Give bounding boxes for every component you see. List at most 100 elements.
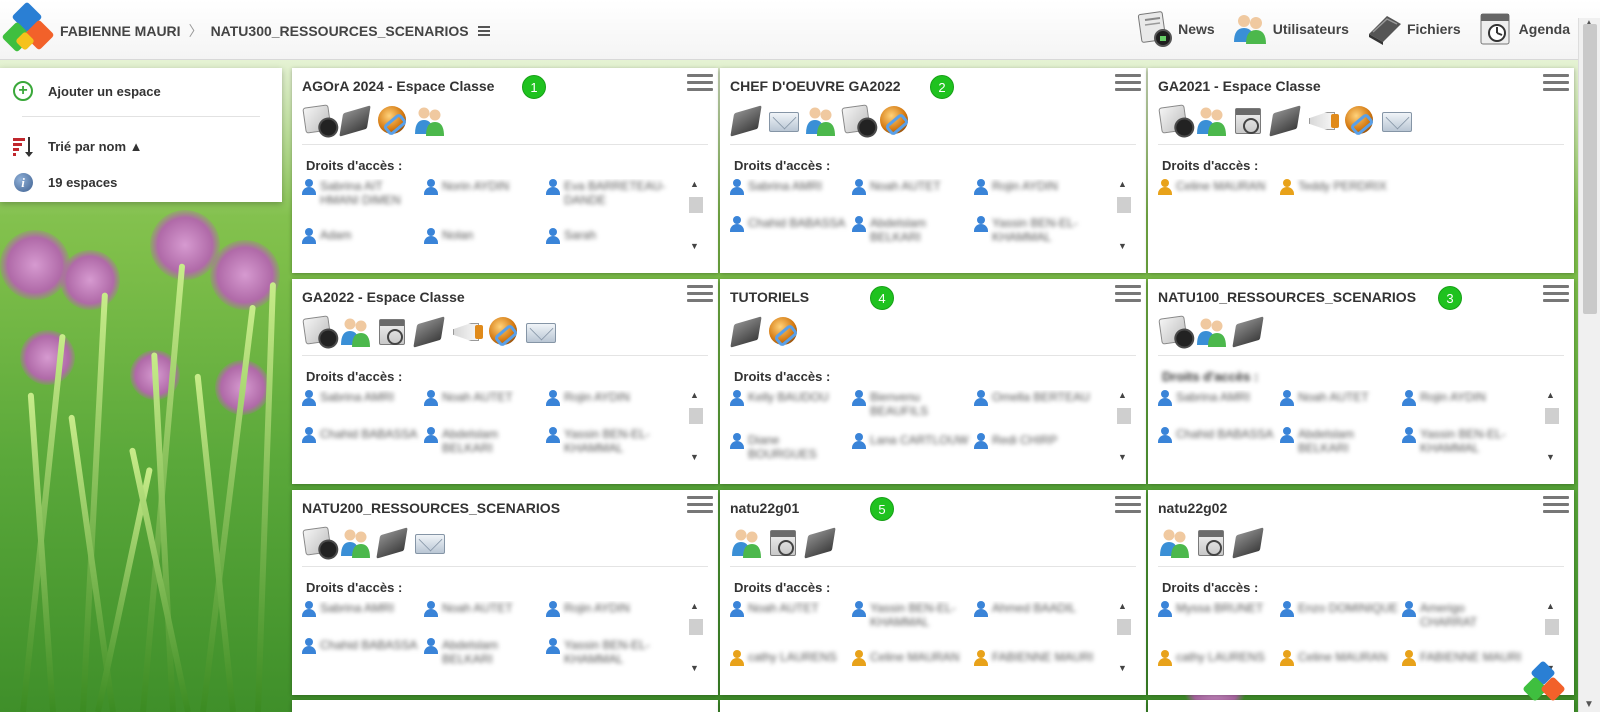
files-tool-icon[interactable]	[1232, 526, 1265, 559]
member-item[interactable]: Teddy PERDRIX	[1280, 179, 1400, 251]
scroll-down-icon[interactable]: ▼	[690, 663, 699, 673]
scroll-up-icon[interactable]: ▲	[690, 390, 699, 400]
scroll-up-icon[interactable]: ▲	[1118, 390, 1127, 400]
member-scrollbar[interactable]: ▲▼	[1116, 179, 1132, 251]
files-tool-icon[interactable]	[1269, 104, 1302, 137]
users-tool-icon[interactable]	[339, 315, 372, 348]
member-item[interactable]: Kelly BAUDOU	[730, 390, 850, 419]
member-item[interactable]: Enzo DOMINIQUE	[1280, 601, 1400, 636]
files-tool-icon[interactable]	[1232, 315, 1265, 348]
member-item[interactable]: Myssa BRUNET	[1158, 601, 1278, 636]
member-item[interactable]: Eva BARRETEAU-DANDE	[546, 179, 666, 214]
news-tool-icon[interactable]	[302, 526, 335, 559]
scroll-up-icon[interactable]: ▲	[690, 601, 699, 611]
scroll-down-icon[interactable]: ▼	[1118, 663, 1127, 673]
card-menu-icon[interactable]	[1543, 496, 1569, 516]
member-item[interactable]: Diane BOURGUES	[730, 433, 850, 462]
users-tool-icon[interactable]	[804, 104, 837, 137]
scroll-up-icon[interactable]: ▲	[690, 179, 699, 189]
scroll-down-icon[interactable]: ▼	[1584, 699, 1594, 710]
footer-logo[interactable]	[1522, 660, 1568, 708]
member-item[interactable]: Redi CHIRP	[974, 433, 1094, 462]
scroll-up-icon[interactable]: ▲	[1546, 390, 1555, 400]
member-scrollbar[interactable]: ▲▼	[1116, 601, 1132, 673]
space-title[interactable]: natu22g01	[730, 500, 800, 516]
member-scrollbar[interactable]: ▲▼	[1544, 390, 1560, 462]
member-item[interactable]: FABIENNE MAURI	[974, 650, 1094, 673]
agenda-tool-icon[interactable]	[1195, 526, 1228, 559]
news-tool-icon[interactable]	[1158, 315, 1191, 348]
member-item[interactable]: Sabrina AMRI	[730, 179, 850, 202]
member-item[interactable]: FABIENNE MAURI	[1402, 650, 1522, 673]
scroll-up-icon[interactable]: ▲	[1584, 18, 1594, 29]
files-tool-icon[interactable]	[804, 526, 837, 559]
member-item[interactable]: Celine MAURAN	[852, 650, 972, 673]
links-tool-icon[interactable]	[487, 315, 520, 348]
member-scrollbar[interactable]: ▲▼	[1116, 390, 1132, 462]
files-tool-icon[interactable]	[339, 104, 372, 137]
users-tool-icon[interactable]	[339, 526, 372, 559]
announce-tool-icon[interactable]	[1306, 104, 1339, 137]
agenda-tool-icon[interactable]	[767, 526, 800, 559]
member-item[interactable]: Omella BERTEAU	[974, 390, 1094, 419]
card-menu-icon[interactable]	[687, 285, 713, 305]
links-tool-icon[interactable]	[878, 104, 911, 137]
member-item[interactable]: cathy LAURENS	[730, 650, 850, 673]
breadcrumb-user[interactable]: FABIENNE MAURI	[60, 23, 181, 39]
breadcrumb-space[interactable]: NATU300_RESSOURCES_SCENARIOS	[210, 23, 469, 39]
news-tool-icon[interactable]	[1158, 104, 1191, 137]
page-scrollbar[interactable]: ▲ ▼	[1578, 18, 1600, 712]
member-item[interactable]: Rojin AYDIN	[1402, 390, 1522, 413]
member-item[interactable]: Ahmed BAADIL	[974, 601, 1094, 636]
member-item[interactable]: Abdelslam BELKARI	[424, 427, 544, 462]
links-tool-icon[interactable]	[767, 315, 800, 348]
scrollbar-thumb[interactable]	[689, 408, 703, 424]
member-scrollbar[interactable]: ▲▼	[1544, 601, 1560, 673]
users-tool-icon[interactable]	[1195, 315, 1228, 348]
member-item[interactable]: Norin AYDIN	[424, 179, 544, 214]
member-scrollbar[interactable]: ▲▼	[688, 601, 704, 673]
member-item[interactable]: Celine MAURAN	[1158, 179, 1278, 251]
member-scrollbar[interactable]: ▲▼	[688, 179, 704, 251]
card-menu-icon[interactable]	[1543, 74, 1569, 94]
space-title[interactable]: NATU200_RESSOURCES_SCENARIOS	[302, 500, 561, 516]
member-item[interactable]: Celine MAURAN	[1280, 650, 1400, 673]
links-tool-icon[interactable]	[1343, 104, 1376, 137]
card-menu-icon[interactable]	[1115, 74, 1141, 94]
files-tool-icon[interactable]	[413, 315, 446, 348]
agenda-tool-icon[interactable]	[376, 315, 409, 348]
mail-tool-icon[interactable]	[413, 526, 446, 559]
announce-tool-icon[interactable]	[450, 315, 483, 348]
scroll-down-icon[interactable]: ▼	[1118, 241, 1127, 251]
member-item[interactable]: Abdelslam BELKARI	[852, 216, 972, 251]
member-item[interactable]: Sabrina AIT HMANI DIMEN	[302, 179, 422, 214]
news-tool-icon[interactable]	[302, 104, 335, 137]
space-title[interactable]: NATU100_RESSOURCES_SCENARIOS	[1158, 289, 1417, 305]
scrollbar-thumb[interactable]	[1117, 197, 1131, 213]
users-tool-icon[interactable]	[1158, 526, 1191, 559]
member-item[interactable]: Rojin AYDIN	[974, 179, 1094, 202]
files-tool-icon[interactable]	[376, 526, 409, 559]
member-item[interactable]: Rojin AYDIN	[546, 390, 666, 413]
member-scrollbar[interactable]: ▲▼	[688, 390, 704, 462]
member-item[interactable]: Noah AUTET	[424, 390, 544, 413]
scroll-down-icon[interactable]: ▼	[690, 241, 699, 251]
member-item[interactable]: Yassin BEN-EL-KHAMMAL	[546, 638, 666, 673]
app-logo[interactable]	[1, 1, 55, 58]
member-item[interactable]: Yassin BEN-EL-KHAMMAL	[974, 216, 1094, 251]
member-item[interactable]: Chahid BABASSA	[1158, 427, 1278, 462]
card-menu-icon[interactable]	[1115, 285, 1141, 305]
member-item[interactable]: Nolan	[424, 228, 544, 251]
space-title[interactable]: natu22g02	[1158, 500, 1228, 516]
scroll-down-icon[interactable]: ▼	[690, 452, 699, 462]
member-item[interactable]: Chahid BABASSA	[302, 638, 422, 673]
member-item[interactable]: cathy LAURENS	[1158, 650, 1278, 673]
member-item[interactable]: Lana CARTLOUW	[852, 433, 972, 462]
member-item[interactable]: Chahid BABASSA	[302, 427, 422, 462]
add-space-button[interactable]: + Ajouter un espace	[12, 80, 270, 102]
